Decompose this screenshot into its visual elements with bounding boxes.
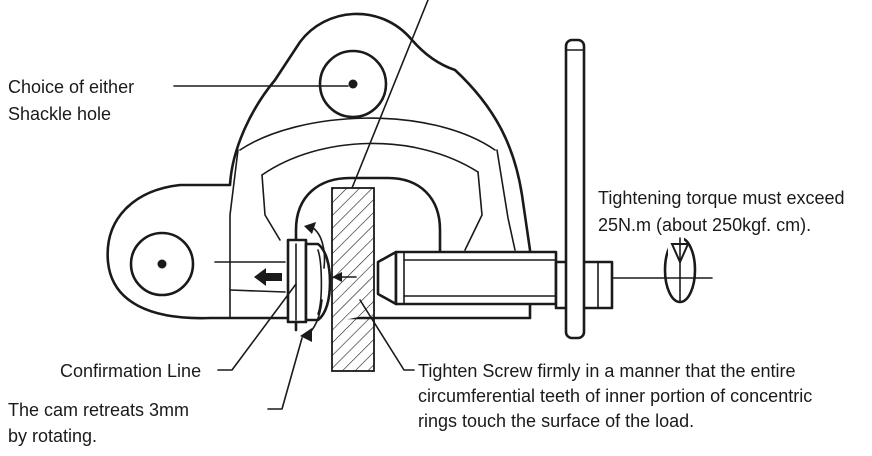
label-cam-1: The cam retreats 3mm [8,400,189,420]
body-contour-step-left [261,174,281,241]
label-tighten-3: rings touch the surface of the load. [418,411,694,431]
label-confirmation: Confirmation Line [60,361,201,381]
label-torque-1: Tightening torque must exceed [598,188,844,208]
cam-rotation-arrowhead [300,328,312,342]
body-contour-lower-left [214,261,286,293]
body-contour-step-right [464,171,483,251]
leader-confirmation [217,283,297,371]
leader-cam [267,337,303,410]
label-torque-2: 25N.m (about 250kgf. cm). [598,215,811,235]
label-shackle-2: Shackle hole [8,104,111,124]
shackle-hole-top-center [348,79,358,89]
cam-ring-inner [317,249,323,315]
leader-tighten [359,299,415,371]
body-contour-right [496,149,516,251]
body-contour-inner [261,142,479,176]
screw-tip [376,250,398,306]
contact-arrowhead [332,272,342,282]
label-tighten-2: circumferential teeth of inner portion o… [418,386,812,406]
cam-ring-outer [304,242,332,322]
leader-top-plate [351,0,429,189]
label-shackle-1: Choice of either [8,77,134,97]
t-handle-bar [564,38,586,340]
shackle-hole-side-center [157,259,167,269]
body-contour-upper [239,117,496,151]
label-cam-2: by rotating. [8,426,97,446]
body-contour-left [229,149,239,319]
cam-housing [286,238,308,324]
retreat-arrow-icon [254,268,282,286]
cam-rotation-arrowhead-top [304,222,316,234]
label-tighten-1: Tighten Screw firmly in a manner that th… [418,361,796,381]
